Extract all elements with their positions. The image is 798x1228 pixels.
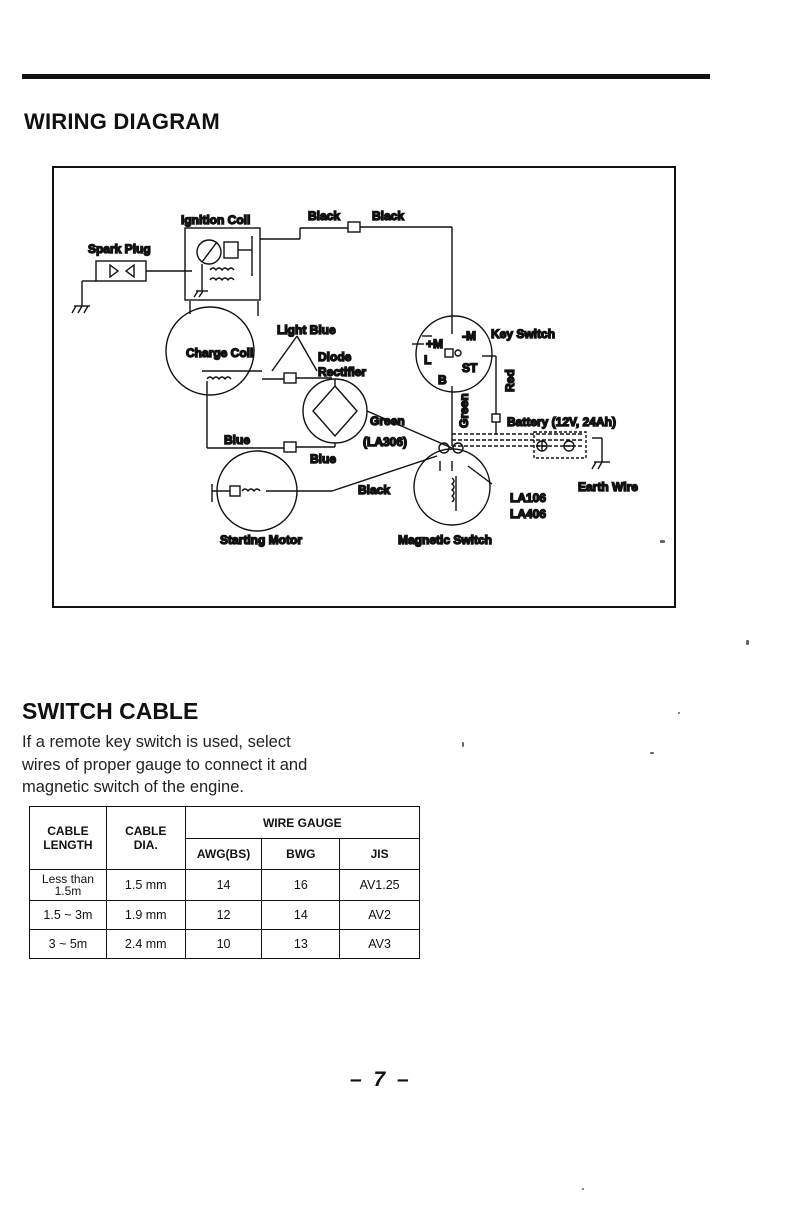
scan-speck bbox=[650, 752, 654, 754]
table-row: Less than 1.5m 1.5 mm 14 16 AV1.25 bbox=[29, 869, 420, 901]
magnetic-switch-icon bbox=[413, 442, 493, 526]
scan-speck bbox=[660, 540, 665, 543]
spark-plug-icon bbox=[82, 260, 192, 282]
label-starting-motor: Starting Motor bbox=[220, 533, 302, 547]
label-green-vertical: Green bbox=[457, 393, 471, 428]
label-red: Red bbox=[503, 369, 517, 392]
table-row: 3 ~ 5m 2.4 mm 10 13 AV3 bbox=[29, 929, 420, 959]
label-la106: LA106 bbox=[510, 491, 546, 505]
cell-length: 3 ~ 5m bbox=[29, 929, 107, 959]
cell-jis: AV1.25 bbox=[339, 869, 420, 901]
label-l: L bbox=[424, 353, 431, 367]
header-jis: JIS bbox=[339, 838, 420, 870]
cell-length: Less than 1.5m bbox=[29, 869, 107, 901]
scan-speck bbox=[582, 1188, 584, 1190]
header-awg: AWG(BS) bbox=[184, 838, 263, 870]
scan-speck bbox=[462, 742, 464, 747]
label-rectifier: Rectifier bbox=[318, 365, 366, 379]
cell-bwg: 14 bbox=[261, 900, 341, 930]
battery-icon bbox=[452, 406, 610, 470]
label-blue-2: Blue bbox=[310, 452, 336, 466]
label-la306: (LA306) bbox=[363, 435, 407, 449]
charge-coil-icon bbox=[165, 301, 262, 396]
cell-bwg: 13 bbox=[261, 929, 341, 959]
top-rule bbox=[22, 74, 710, 79]
header-cable-length: CABLE LENGTH bbox=[29, 806, 107, 870]
starting-motor-icon bbox=[211, 450, 438, 532]
ignition-coil-icon bbox=[184, 227, 301, 301]
cell-jis: AV3 bbox=[339, 929, 420, 959]
label-charge-coil: Charge Coil bbox=[186, 346, 253, 360]
switch-cable-title: SWITCH CABLE bbox=[22, 698, 199, 724]
cell-length: 1.5 ~ 3m bbox=[29, 900, 107, 930]
label-m-minus: -M bbox=[462, 329, 476, 343]
label-la406: LA406 bbox=[510, 507, 546, 521]
scan-speck bbox=[746, 640, 749, 645]
paragraph-line: wires of proper gauge to connect it and bbox=[22, 755, 308, 774]
header-cable-dia: CABLE DIA. bbox=[105, 806, 186, 870]
label-earth-wire: Earth Wire bbox=[578, 480, 638, 494]
label-key-switch: Key Switch bbox=[491, 327, 555, 341]
header-bwg: BWG bbox=[261, 838, 341, 870]
label-b: B bbox=[438, 373, 447, 387]
scan-speck bbox=[678, 712, 680, 714]
page-number: – 7 – bbox=[350, 1068, 412, 1091]
black-wire-top bbox=[300, 221, 453, 334]
paragraph-line: If a remote key switch is used, select bbox=[22, 733, 291, 751]
switch-cable-paragraph: If a remote key switch is used, select w… bbox=[22, 731, 372, 799]
wiring-diagram: Ignition Coil Black Black Spark Plug Lig… bbox=[71, 208, 639, 548]
cell-awg: 10 bbox=[184, 929, 263, 959]
cell-dia: 1.5 mm bbox=[105, 869, 186, 901]
light-blue-wire bbox=[262, 335, 332, 384]
label-battery: Battery (12V, 24Ah) bbox=[507, 415, 616, 429]
blue-wire bbox=[206, 381, 336, 453]
paragraph-line: magnetic switch of the engine. bbox=[22, 778, 244, 796]
label-diode: Diode bbox=[318, 350, 352, 364]
cell-dia: 1.9 mm bbox=[105, 900, 186, 930]
label-ignition-coil: Ignition Coil bbox=[181, 213, 250, 227]
label-light-blue: Light Blue bbox=[277, 323, 336, 337]
table-subheader-row: AWG(BS) BWG JIS bbox=[30, 838, 420, 870]
label-black-2: Black bbox=[372, 209, 404, 223]
label-spark-plug: Spark Plug bbox=[88, 242, 151, 256]
cell-dia: 2.4 mm bbox=[105, 929, 186, 959]
wire-gauge-table: CABLE LENGTH CABLE DIA. WIRE GAUGE AWG(B… bbox=[29, 806, 421, 959]
label-black-3: Black bbox=[358, 483, 390, 497]
table-header-row: CABLE LENGTH CABLE DIA. WIRE GAUGE bbox=[29, 806, 421, 870]
key-switch-icon bbox=[412, 315, 497, 446]
ground-symbol-spark bbox=[71, 281, 90, 314]
cell-awg: 14 bbox=[184, 869, 263, 901]
label-magnetic-switch: Magnetic Switch bbox=[398, 533, 492, 547]
label-m-plus: +M bbox=[426, 337, 443, 351]
label-black-1: Black bbox=[308, 209, 340, 223]
label-st: ST bbox=[462, 361, 478, 375]
cell-bwg: 16 bbox=[261, 869, 341, 901]
table-row: 1.5 ~ 3m 1.9 mm 12 14 AV2 bbox=[29, 900, 420, 930]
cell-jis: AV2 bbox=[339, 900, 420, 930]
cell-awg: 12 bbox=[184, 900, 263, 930]
label-blue-1: Blue bbox=[224, 433, 250, 447]
wiring-diagram-title: WIRING DIAGRAM bbox=[24, 109, 220, 134]
diagram-frame bbox=[52, 166, 676, 608]
label-green: Green bbox=[370, 414, 405, 428]
header-wire-gauge: WIRE GAUGE bbox=[184, 806, 421, 839]
